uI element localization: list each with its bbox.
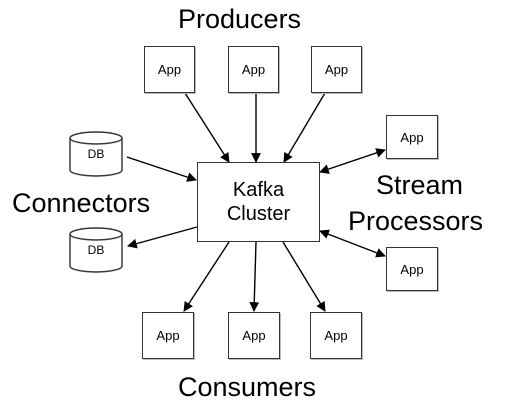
producer-app: App xyxy=(144,46,195,93)
producers-heading: Producers xyxy=(178,4,302,34)
edge-db-2 xyxy=(127,226,198,249)
db-label: DB xyxy=(87,147,105,161)
cluster-label-line2: Cluster xyxy=(226,203,291,225)
db-label: DB xyxy=(87,243,105,257)
consumers-heading: Consumers xyxy=(178,372,317,402)
stream-processors-heading-line1: Stream xyxy=(376,170,464,200)
producer-app: App xyxy=(228,46,279,93)
edge-consumer-3 xyxy=(282,241,326,312)
producer-app: App xyxy=(311,46,362,93)
consumer-app: App xyxy=(310,312,362,359)
edge-stream-1 xyxy=(319,148,386,174)
consumer-app: App xyxy=(142,312,194,359)
database-icon xyxy=(69,131,123,177)
stream-processors-heading-line2: Processors xyxy=(348,206,484,236)
cluster-label-line1: Kafka xyxy=(232,179,285,201)
edge-stream-2 xyxy=(319,229,386,258)
edge-producer-1 xyxy=(184,92,230,163)
stream-processor-app: App xyxy=(386,115,438,159)
edge-consumer-1 xyxy=(183,241,230,312)
edge-producer-3 xyxy=(283,92,326,163)
connectors-heading: Connectors xyxy=(12,188,151,218)
stream-processor-app: App xyxy=(386,247,438,291)
database-icon xyxy=(69,227,123,273)
kafka-cluster-node: Kafka Cluster xyxy=(197,162,320,242)
connector-db: DB xyxy=(68,130,124,178)
edge-consumer-2 xyxy=(249,241,260,312)
edge-db-1 xyxy=(126,156,197,182)
consumer-app: App xyxy=(228,312,280,359)
connector-db: DB xyxy=(68,226,124,274)
